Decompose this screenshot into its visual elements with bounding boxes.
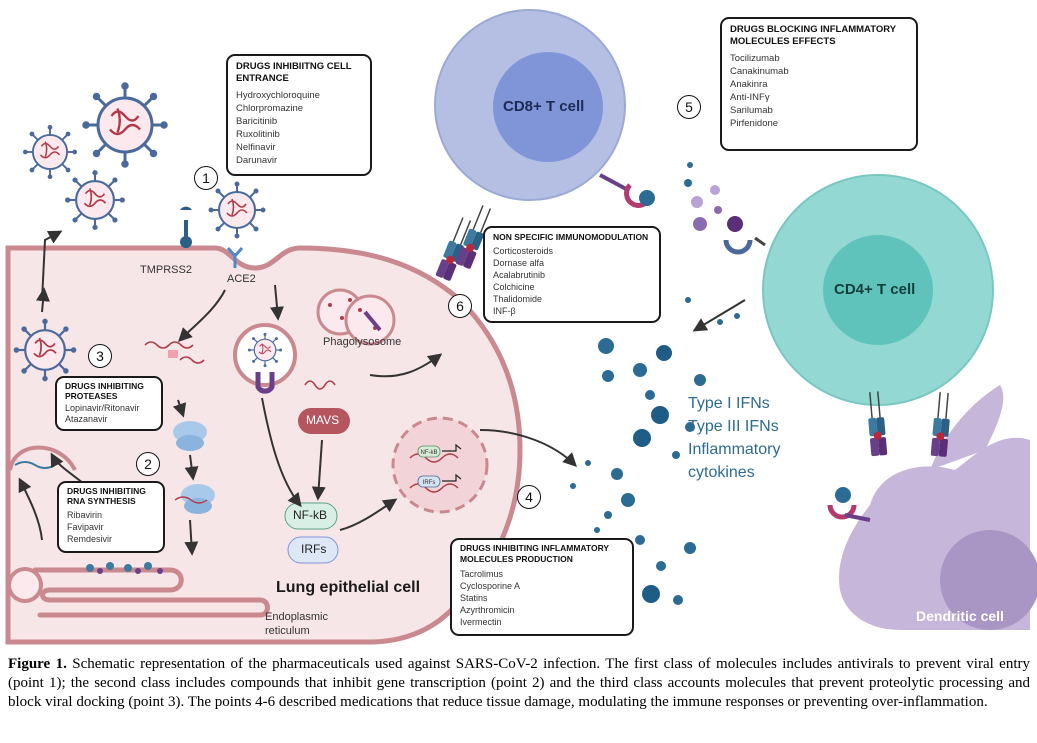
ace2-receptor [226, 247, 244, 268]
phagolysosome [316, 288, 396, 346]
ifn-line: Type I IFNs [688, 395, 770, 412]
nucleus-nfkb-label: NF-kB [421, 450, 438, 456]
box-title: DRUGS BLOCKING INFLAMMATORY MOLECULES EF… [730, 24, 896, 47]
caption-text: Schematic representation of the pharmace… [8, 656, 1030, 710]
drug-item: Darunavir [236, 155, 278, 166]
drug-item: Remdesivir [67, 534, 113, 544]
ifn-line: Type III IFNs [688, 418, 779, 435]
box-title: DRUGS INHIBITING INFLAMMATORY MOLECULES … [460, 543, 609, 564]
virus-particle [64, 169, 126, 231]
cd8-label: CD8+ T cell [503, 98, 585, 115]
box-title: DRUGS INHIBITING RNA SYNTHESIS [67, 486, 146, 506]
cd8-nucleus [493, 52, 603, 162]
ifn-label-block: Type I IFNs Type III IFNs Inflammatory c… [688, 392, 780, 484]
drug-item: Sarilumab [730, 105, 773, 116]
drug-item: Anakinra [730, 79, 768, 90]
drug-item: Favipavir [67, 522, 104, 532]
nucleus-irfs-label: IRFs [423, 480, 436, 486]
irfs-label: IRFs [301, 542, 327, 556]
nucleus [391, 416, 489, 514]
diagram: NF-kB IRFs [5, 9, 1037, 645]
drug-item: Tacrolimus [460, 569, 504, 579]
drug-item: Azyrthromicin [460, 605, 515, 615]
dendritic-nucleus [940, 530, 1037, 630]
tmprss2-label: TMPRSS2 [140, 264, 192, 276]
virus-particle [80, 80, 170, 170]
virus-particle [12, 317, 78, 383]
proteases-drug-box: DRUGS INHIBITING PROTEASES Lopinavir/Rit… [55, 376, 163, 431]
endoplasmic-reticulum [32, 567, 270, 618]
mavs-node [298, 408, 350, 434]
point-marker: 6 [448, 294, 472, 318]
lung-cell-label: Lung epithelial cell [276, 579, 421, 596]
ribosome [173, 421, 207, 451]
ifn-line: cytokines [688, 464, 755, 481]
production-drug-box: DRUGS INHIBITING INFLAMMATORY MOLECULES … [450, 538, 634, 636]
phagolysosome-label: Phagolysosome [323, 336, 402, 348]
drug-item: Acalabrutinib [493, 270, 546, 280]
er-label-line1: Endoplasmic [265, 611, 328, 623]
inflammatory-effects-drug-box: DRUGS BLOCKING INFLAMMATORY MOLECULES EF… [720, 17, 918, 151]
point-marker: 2 [136, 452, 160, 476]
ribosome [174, 484, 215, 514]
drug-item: Baricitinib [236, 116, 278, 127]
point-marker: 3 [88, 344, 112, 368]
cd4-nucleus [823, 235, 933, 345]
drug-item: Hydroxychloroquine [236, 90, 320, 101]
drug-item: Nelfinavir [236, 142, 276, 153]
er-label-line2: reticulum [265, 625, 310, 637]
drug-item: Thalidomide [493, 294, 543, 304]
dendritic-label: Dendritic cell [916, 608, 1004, 624]
point-marker: 4 [517, 485, 541, 509]
drug-item: INF-β [493, 306, 516, 316]
point-marker: 5 [677, 95, 701, 119]
drug-item: Anti-INFγ [730, 92, 770, 103]
virus-particle [207, 180, 267, 240]
drug-item: Lopinavir/Ritonavir [65, 403, 140, 413]
drug-item: Canakinumab [730, 66, 789, 77]
irfs-node [287, 536, 339, 564]
point-marker: 1 [194, 166, 218, 190]
nfkb-label: NF-kB [293, 508, 327, 522]
drug-item: Corticosteroids [493, 246, 554, 256]
cytokine-dots [570, 162, 740, 605]
drug-item: Tocilizumab [730, 53, 780, 64]
drug-item: Ivermectin [460, 617, 502, 627]
cd4-label: CD4+ T cell [834, 281, 916, 298]
box-title: DRUGS INHIBIITNG CELL ENTRANCE [236, 61, 352, 84]
drug-item: Ruxolitinib [236, 129, 280, 140]
immunomodulation-drug-box: NON SPECIFIC IMMUNOMODULATION Corticoste… [483, 226, 661, 323]
box-title: NON SPECIFIC IMMUNOMODULATION [493, 232, 649, 242]
rna-synthesis-drug-box: DRUGS INHIBITING RNA SYNTHESIS Ribavirin… [57, 481, 165, 553]
virus-particle [21, 123, 79, 181]
ace2-label: ACE2 [227, 273, 256, 285]
entrance-drug-box: DRUGS INHIBIITNG CELL ENTRANCE Hydroxych… [226, 54, 372, 176]
nfkb-node [284, 502, 338, 530]
ifn-line: Inflammatory [688, 441, 781, 458]
drug-item: Pirfenidone [730, 118, 779, 129]
drug-item: Chlorpromazine [236, 103, 304, 114]
figure-caption: Figure 1. Schematic representation of th… [8, 655, 1030, 712]
drug-item: Atazanavir [65, 414, 108, 424]
box-title: DRUGS INHIBITING PROTEASES [65, 381, 144, 401]
mavs-label: MAVS [306, 413, 340, 427]
tmprss2-receptor [180, 206, 192, 248]
drug-item: Colchicine [493, 282, 535, 292]
drug-item: Ribavirin [67, 510, 103, 520]
drug-item: Cyclosporine A [460, 581, 521, 591]
drug-item: Dornase alfa [493, 258, 545, 268]
caption-label: Figure 1. [8, 656, 67, 672]
drug-item: Statins [460, 593, 488, 603]
exit-vesicle [8, 445, 77, 471]
